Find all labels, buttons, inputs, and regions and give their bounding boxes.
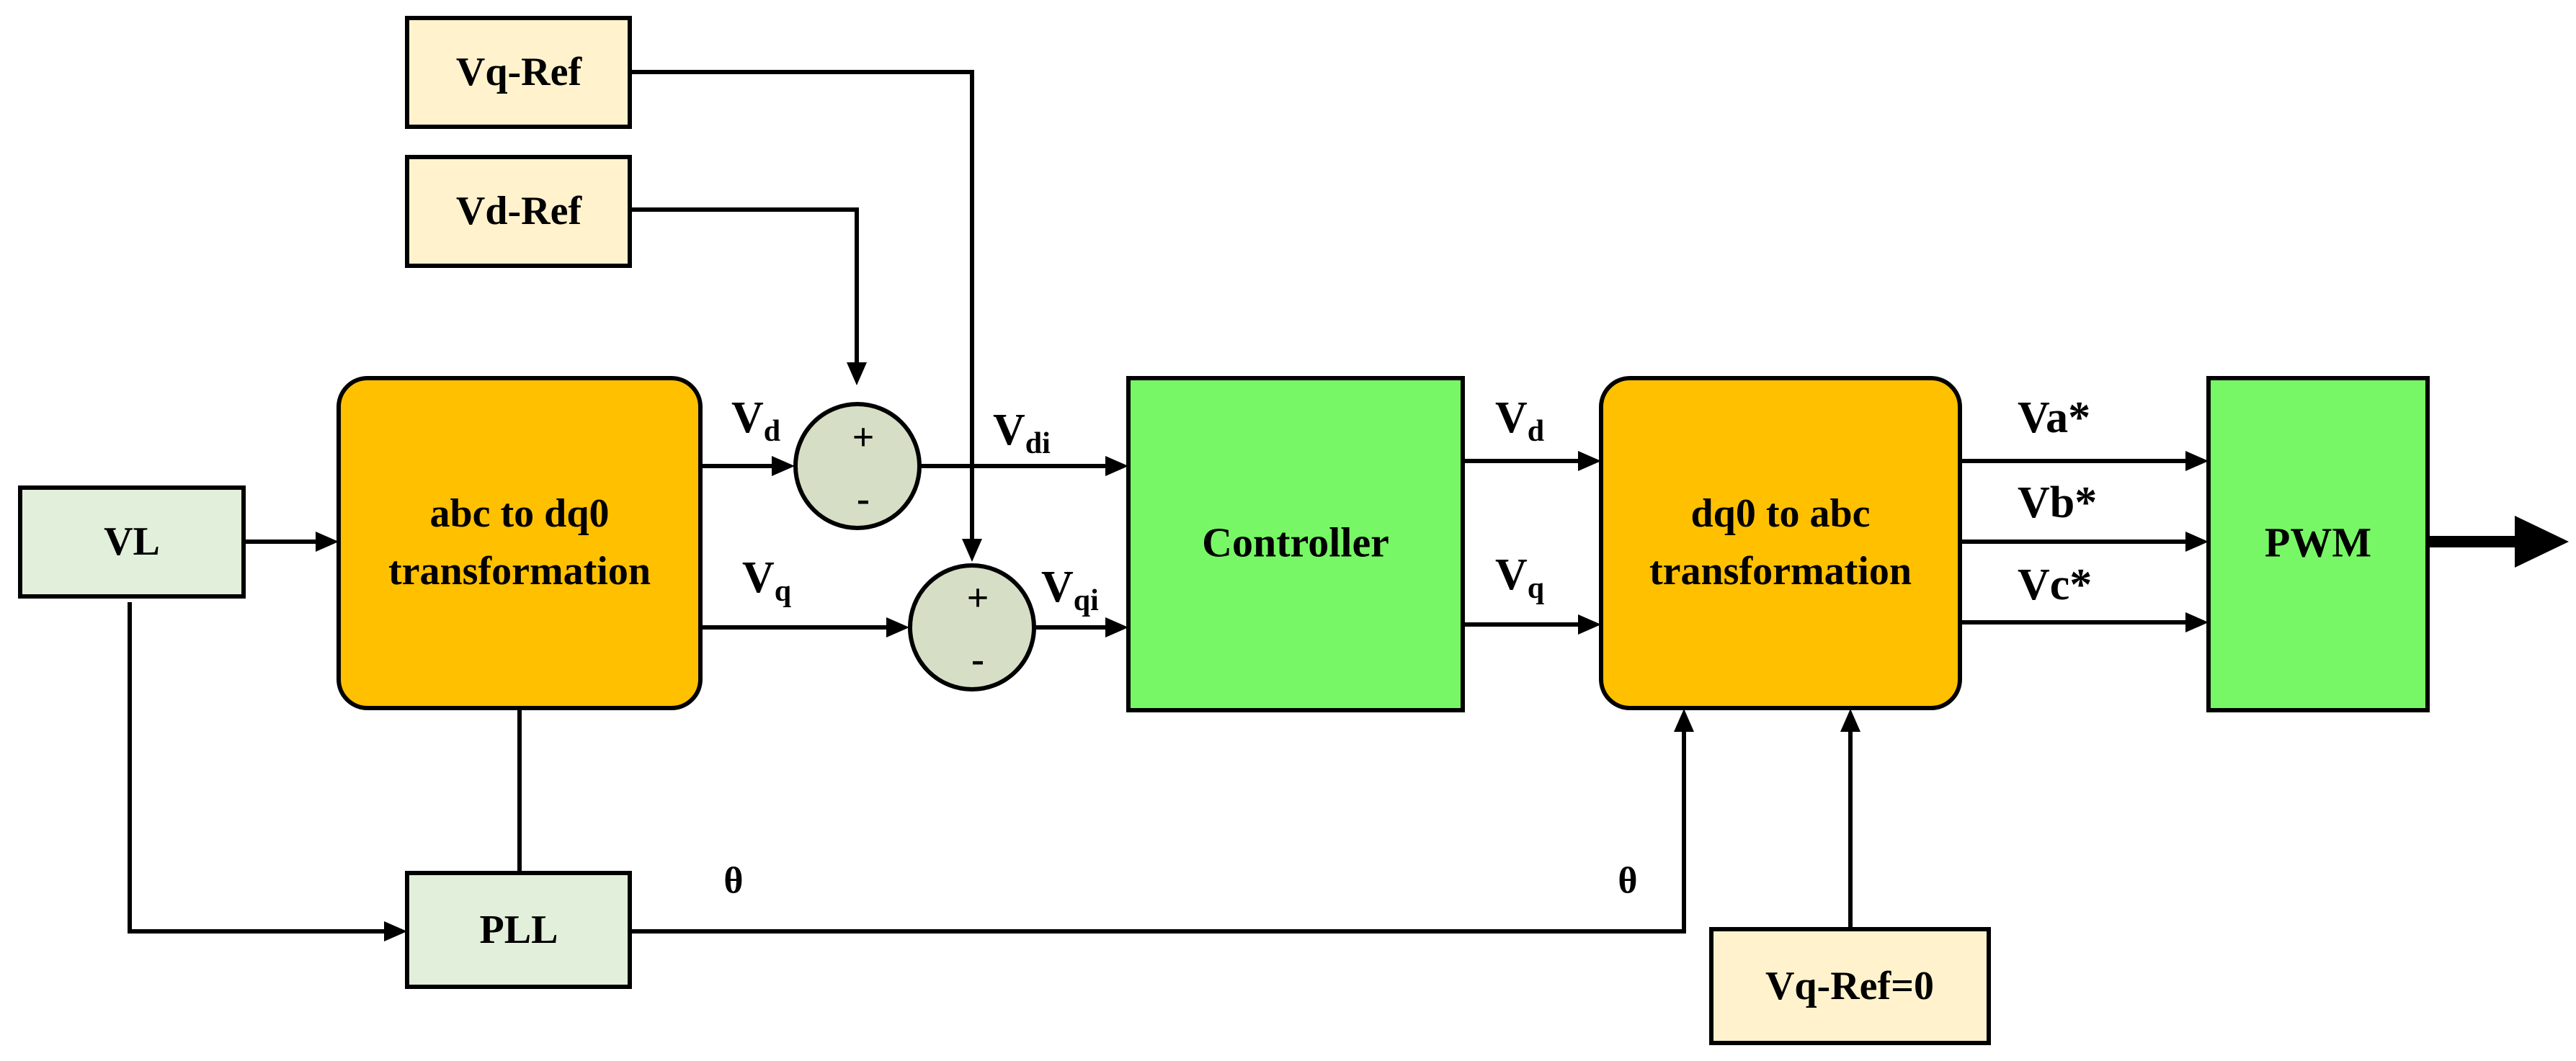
label-vd-out: Vd bbox=[1495, 393, 1544, 448]
arrowhead-vqi-controller bbox=[1105, 617, 1128, 637]
dq0-to-abc-label-line1: dq0 to abc bbox=[1691, 491, 1871, 536]
label-theta-left: θ bbox=[723, 861, 743, 902]
vq-ref-box bbox=[405, 16, 632, 129]
label-theta-right: θ bbox=[1618, 861, 1637, 902]
vq-ref-zero-box bbox=[1709, 927, 1991, 1045]
label-vqi: Vqi bbox=[1041, 563, 1099, 617]
block-vd-ref: Vd-Ref bbox=[405, 155, 632, 268]
block-dq0-to-abc: dq0 to abc transformation bbox=[1599, 376, 1962, 710]
label-vd-in: Vd bbox=[731, 393, 780, 448]
label-vd-in-main: V bbox=[731, 393, 764, 442]
summing-junction-d: + - bbox=[793, 402, 922, 530]
signal-labels: Vd Vq Vdi Vqi Vd Vq θ θ Va* Vb* Vc* bbox=[723, 393, 2097, 902]
abc-to-dq0-box bbox=[337, 376, 703, 710]
wire-vl-to-pll bbox=[128, 602, 393, 934]
arrowhead-vb-pwm bbox=[2185, 532, 2209, 552]
label-vqi-main: V bbox=[1041, 563, 1074, 612]
arrowhead-vqref-sumq bbox=[962, 539, 982, 562]
arrowhead-vdi-controller bbox=[1105, 456, 1128, 476]
controller-label: Controller bbox=[1202, 519, 1389, 566]
block-abc-to-dq0: abc to dq0 transformation bbox=[337, 376, 703, 710]
vl-label: VL bbox=[104, 519, 160, 564]
block-vq-ref: Vq-Ref bbox=[405, 16, 632, 129]
arrowhead-vqref0-dq0 bbox=[1840, 709, 1860, 732]
label-vq-out-sub: q bbox=[1528, 572, 1544, 605]
dq0-to-abc-box bbox=[1599, 376, 1962, 710]
label-vdi: Vdi bbox=[993, 406, 1051, 460]
arrowhead-theta-dq0 bbox=[1674, 709, 1694, 732]
label-vb: Vb* bbox=[2018, 478, 2097, 527]
arrowhead-vq-dq0 bbox=[1578, 614, 1601, 635]
label-vq-in-sub: q bbox=[775, 575, 791, 608]
arrowhead-va-pwm bbox=[2185, 451, 2209, 471]
sum-d-circle bbox=[793, 402, 922, 530]
vd-ref-label: Vd-Ref bbox=[456, 189, 583, 233]
vl-box bbox=[18, 485, 246, 599]
arrowhead-vl-abc bbox=[316, 532, 339, 552]
dq0-to-abc-label-line2: transformation bbox=[1649, 549, 1912, 594]
label-vdi-sub: di bbox=[1025, 427, 1051, 460]
vq-ref-label: Vq-Ref bbox=[456, 50, 583, 94]
block-pll: PLL bbox=[405, 871, 632, 989]
pwm-box bbox=[2206, 376, 2430, 712]
label-vq-out: Vq bbox=[1495, 550, 1544, 605]
sum-d-plus: + bbox=[852, 416, 875, 459]
label-vd-in-sub: d bbox=[764, 415, 780, 448]
wire-vdref-to-sumd bbox=[630, 207, 859, 365]
block-controller: Controller bbox=[1126, 376, 1465, 712]
vq-ref-zero-label: Vq-Ref=0 bbox=[1765, 964, 1934, 1008]
arrowhead-vl-pll bbox=[384, 921, 407, 941]
block-vl: VL bbox=[18, 485, 246, 599]
label-vd-out-sub: d bbox=[1528, 415, 1544, 448]
sum-q-circle bbox=[908, 563, 1036, 691]
label-vqi-sub: qi bbox=[1074, 584, 1099, 617]
controller-box bbox=[1126, 376, 1465, 712]
arrowhead-vdref-sumd bbox=[847, 362, 867, 385]
arrowhead-vd-dq0 bbox=[1578, 451, 1601, 471]
label-vq-in: Vq bbox=[742, 553, 791, 608]
block-pwm: PWM bbox=[2206, 376, 2430, 712]
sum-q-plus: + bbox=[967, 576, 989, 619]
pll-label: PLL bbox=[480, 908, 558, 952]
connections bbox=[128, 70, 2569, 941]
pwm-label: PWM bbox=[2265, 519, 2371, 566]
label-vc: Vc* bbox=[2018, 560, 2092, 609]
vd-ref-box bbox=[405, 155, 632, 268]
block-vq-ref-zero: Vq-Ref=0 bbox=[1709, 927, 1991, 1045]
wire-pll-theta-to-dq0 bbox=[630, 726, 1686, 934]
label-vq-out-main: V bbox=[1495, 550, 1528, 599]
sum-q-minus: - bbox=[971, 637, 984, 681]
label-vdi-main: V bbox=[993, 406, 1025, 455]
pll-box bbox=[405, 871, 632, 989]
abc-to-dq0-label-line2: transformation bbox=[388, 549, 651, 594]
label-va: Va* bbox=[2018, 393, 2090, 442]
abc-to-dq0-label-line1: abc to dq0 bbox=[430, 491, 610, 536]
summing-junction-q: + - bbox=[908, 563, 1036, 691]
arrowhead-pwm-output bbox=[2515, 516, 2569, 568]
label-vq-in-main: V bbox=[742, 553, 775, 602]
arrowhead-vq-sumq bbox=[886, 617, 909, 637]
wire-vqref-to-sumq bbox=[630, 70, 974, 542]
sum-d-minus: - bbox=[857, 477, 870, 520]
arrowhead-vd-sumd bbox=[772, 456, 795, 476]
arrowhead-vc-pwm bbox=[2185, 612, 2209, 632]
label-vd-out-main: V bbox=[1495, 393, 1528, 442]
